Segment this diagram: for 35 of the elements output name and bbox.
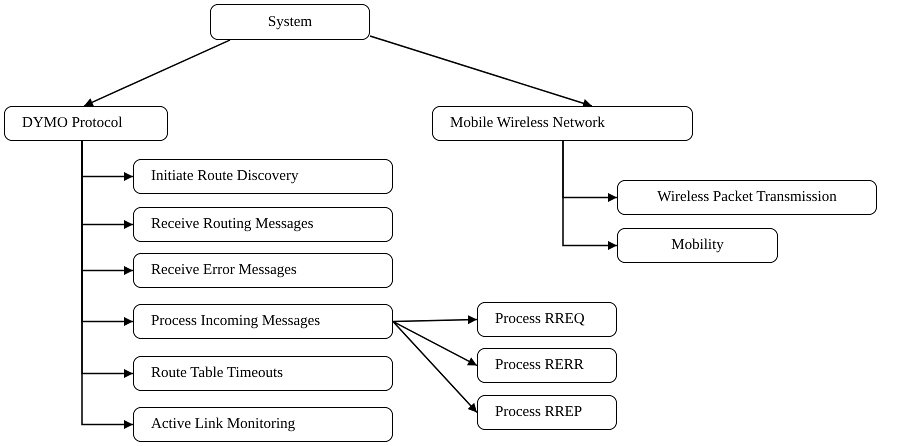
process-box [617,180,877,215]
node-label: Process Incoming Messages [151,312,320,332]
node-label: Process RREP [495,403,582,422]
node-label: Mobility [671,236,724,256]
process-box [133,356,393,391]
process-box [477,348,617,383]
node-label: Route Table Timeouts [151,364,284,384]
node-label: Initiate Route Discovery [151,167,298,186]
node-label: Receive Error Messages [151,261,297,280]
process-box [133,253,393,288]
arrow [562,141,617,250]
node-label: DYMO Protocol [22,114,122,134]
node-label: Receive Routing Messages [151,215,314,234]
node-label: System [268,12,312,32]
process-box [210,4,370,40]
node-label: Mobile Wireless Network [450,114,605,134]
process-box [133,207,393,242]
node-label: Process RERR [495,356,584,376]
process-box [133,159,393,194]
node-label: Wireless Packet Transmission [657,188,837,208]
process-box [477,395,617,430]
arrow [392,315,478,324]
process-box [4,106,168,141]
process-box [617,228,778,263]
node-label: Active Link Monitoring [151,415,296,434]
process-box [432,106,693,141]
process-box [133,304,393,339]
process-box [133,407,393,442]
arrow [370,35,592,108]
arrow [392,321,478,413]
arrow [81,141,133,429]
arrow [84,39,230,107]
arrow [392,320,478,366]
process-box [477,302,617,337]
node-label: Process RREQ [495,310,585,330]
